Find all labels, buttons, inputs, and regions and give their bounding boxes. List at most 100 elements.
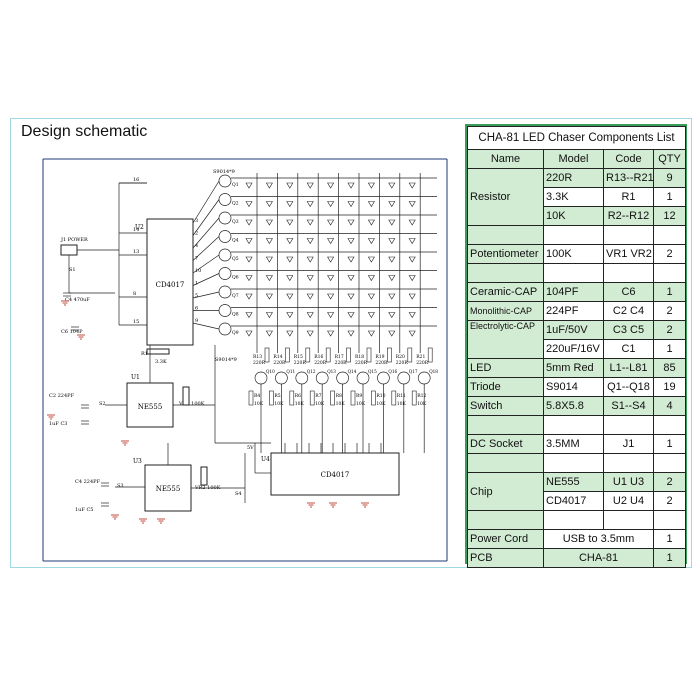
led-symbol [388,238,396,245]
5v-label: 5V [247,445,254,451]
u4-chip-label: CD4017 [321,471,350,479]
header-name: Name [467,149,544,169]
led-symbol [265,312,273,319]
led-symbol [388,201,396,208]
schematic-diagram: CD4017 U2 NE555 U1 NE555 U3 CD4017 U4 J1… [15,143,461,563]
u3-ref: U3 [133,458,142,465]
cell-model: 100K [543,244,604,264]
resistor-symbol [427,347,433,363]
led-symbol [245,238,253,245]
resistor-value: 220R [355,360,368,366]
r1-label: R1 [141,351,148,357]
cell-code: C2 C4 [603,301,654,321]
cell-qty: 1 [652,434,687,454]
transistor-symbol [218,174,232,188]
transistor-symbol [218,193,232,206]
cell-qty: 12 [652,206,687,226]
cell-name: PCB [467,548,544,568]
transistor-symbol [218,248,232,262]
led-symbol [306,312,314,319]
led-symbol [367,330,375,337]
transistor-label: Q8 [232,312,239,318]
cell-model: NE555 [543,472,604,492]
cell-model: 5.8X5.8 [543,396,604,416]
resistor-value: 220R [314,360,327,366]
cell-model: CHA-81 [543,548,654,568]
u2-pin-left: 15 [133,319,139,325]
resistor-value: 220R [396,360,409,366]
transistor-label: Q18 [429,369,438,374]
u2-pin-left: 13 [133,249,139,255]
led-symbol [265,201,273,208]
led-symbol [347,182,355,189]
transistor-symbol [218,267,232,280]
cell-name: Potentiometer [467,244,544,264]
cell-code: R13--R21 [603,168,654,188]
transistor-label: Q1 [232,182,239,188]
led-symbol [408,330,416,337]
resistor-symbol [248,390,254,406]
transistor-symbol [218,230,232,243]
resistor-symbol [407,347,413,363]
chip-output-wire [192,254,220,274]
led-symbol [347,275,355,282]
led-symbol [408,219,416,226]
led-symbol [367,312,375,319]
s2-label: S2 [99,401,106,407]
led-symbol [408,238,416,245]
led-symbol [347,238,355,245]
led-symbol [367,275,375,282]
led-symbol [388,312,396,319]
transistor-symbol [218,285,232,299]
transistor-label: Q6 [232,275,239,281]
transistor-label: Q12 [307,369,316,374]
led-symbol [265,238,273,245]
transistor-label: Q11 [286,369,295,374]
led-symbol [265,256,273,263]
led-symbol [408,182,416,189]
resistor-label: R13 [253,354,262,360]
led-symbol [367,256,375,263]
led-symbol [265,275,273,282]
cell-name: Switch [467,396,544,416]
schematic-title: Design schematic [21,123,148,140]
resistor-label: R15 [294,354,303,360]
transistor-label: Q17 [409,369,418,374]
resistor-value: 10K [397,401,407,407]
chip-output-wire [192,291,220,299]
resistor-value: 220R [294,360,307,366]
led-symbol [388,182,396,189]
u4-chip [270,452,400,496]
led-symbol [265,219,273,226]
led-symbol [265,293,273,300]
s4-label: S4 [235,491,242,497]
resistor-label: R14 [273,354,282,360]
led-symbol [286,330,294,337]
chip-output-wire [192,180,220,224]
cell-qty: 2 [652,301,687,321]
led-symbol [408,293,416,300]
transistor-label: Q10 [266,369,275,374]
resistor-symbol [285,347,290,363]
resistor-symbol [371,390,376,406]
led-symbol [327,293,335,300]
led-symbol [286,201,294,208]
led-symbol [347,219,355,226]
led-symbol [306,275,314,282]
led-symbol [245,201,253,208]
led-symbol [286,293,294,300]
u2-pin-right: 2 [195,231,198,237]
resistor-label: R4 [254,393,260,399]
led-symbol [388,330,396,337]
resistor-symbol [411,390,417,406]
u2-ref: U2 [135,224,144,231]
cell-qty: 19 [652,377,687,397]
chip-output-wire [192,217,220,249]
led-symbol [306,238,314,245]
cell-model: 220R [543,168,604,188]
resistor-value: 10K [315,401,325,407]
spacer [467,225,544,245]
resistor-label: R16 [314,354,323,360]
transistor-label: Q15 [368,369,377,374]
u2-pin-right: 9 [195,318,198,324]
